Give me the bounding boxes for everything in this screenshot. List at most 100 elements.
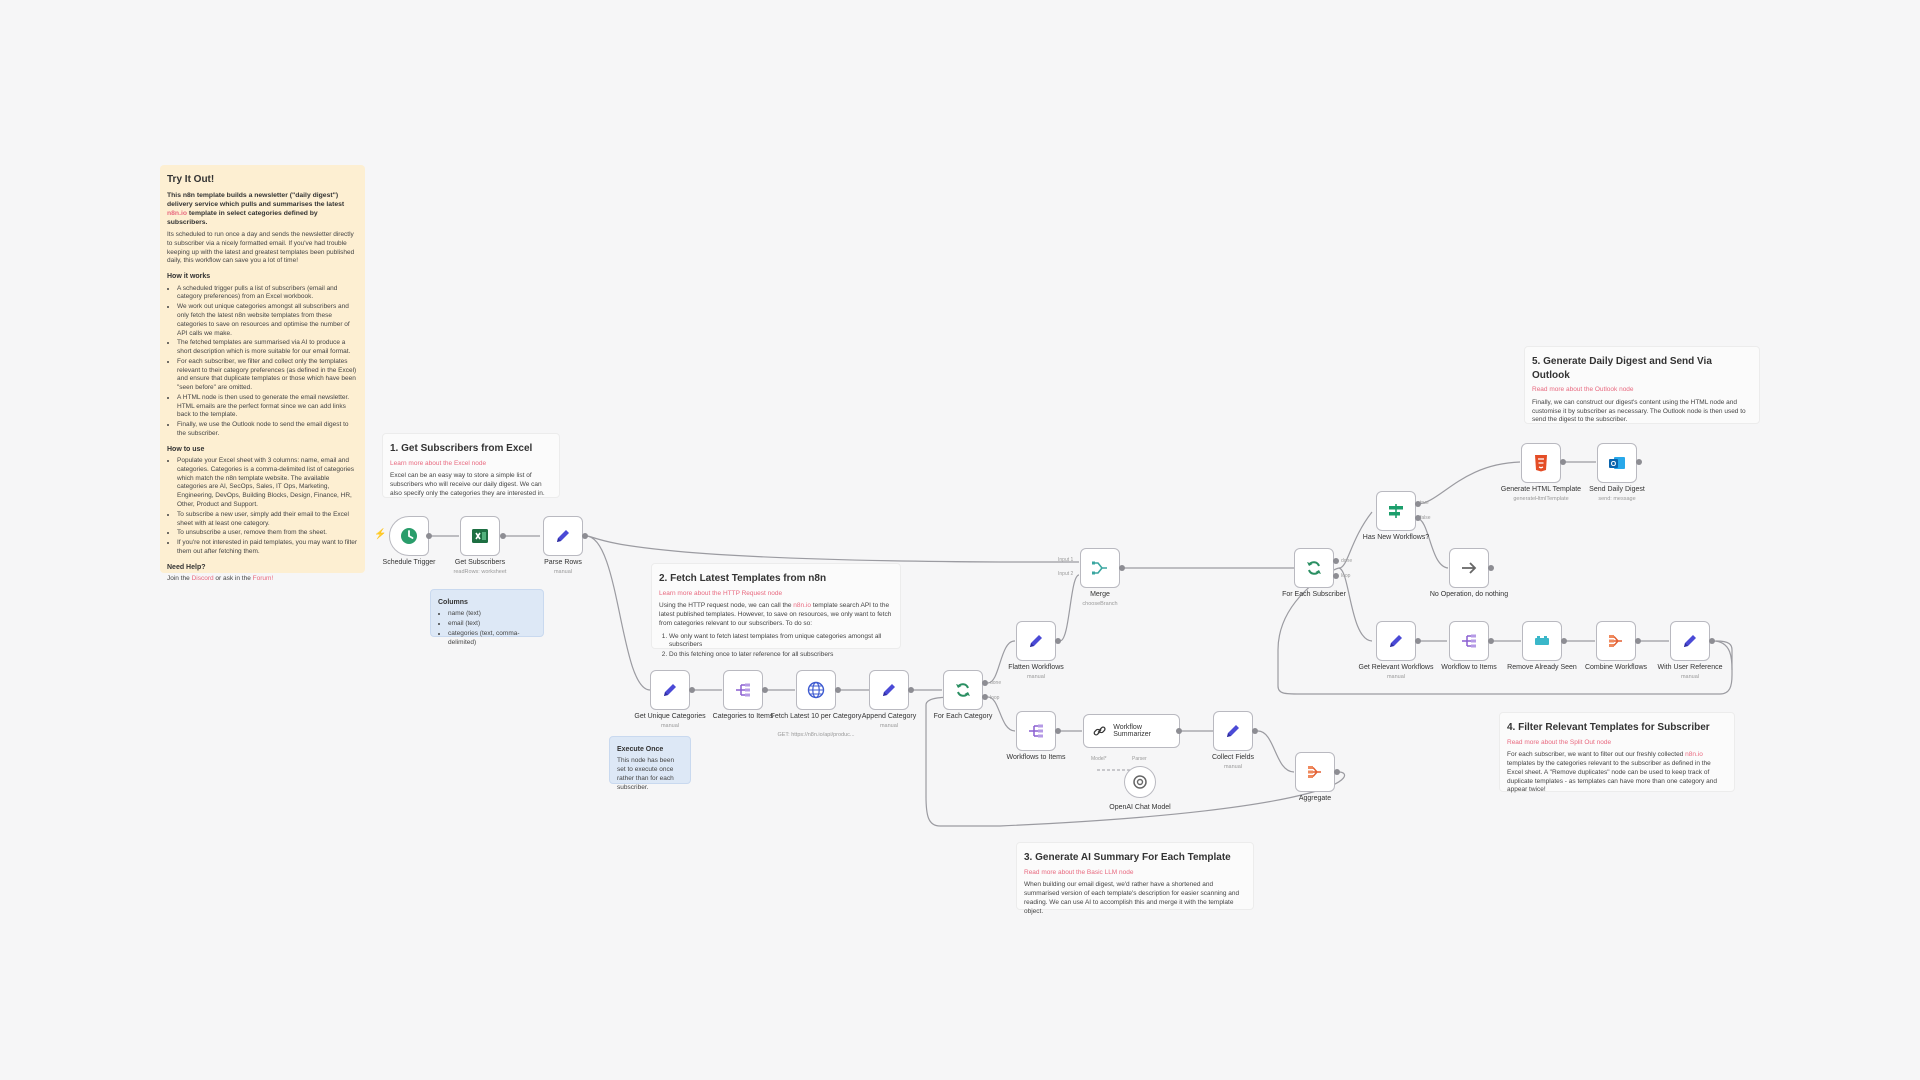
clock-icon	[401, 528, 417, 544]
node-openai-chat-model[interactable]	[1124, 766, 1156, 798]
node-label: Aggregate	[1298, 795, 1332, 802]
node-subtitle: manual	[1223, 764, 1243, 770]
node-label: No Operation, do nothing	[1429, 591, 1509, 598]
node-categories-to-items[interactable]	[723, 670, 763, 710]
node-get-subscribers[interactable]	[460, 516, 500, 556]
output-handle[interactable]	[1488, 565, 1494, 571]
section-body: Excel can be an easy way to store a simp…	[390, 472, 545, 497]
node-combine-workflows[interactable]	[1596, 621, 1636, 661]
output-handle[interactable]	[689, 687, 695, 693]
node-workflows-to-items[interactable]	[1016, 711, 1056, 751]
section-title: 3. Generate AI Summary For Each Template	[1024, 852, 1231, 863]
node-label: Send Daily Digest	[1589, 486, 1645, 493]
help-text: Join the	[167, 575, 192, 582]
node-label: Generate HTML Template	[1500, 486, 1582, 493]
output-handle[interactable]	[1709, 638, 1715, 644]
node-get-relevant-workflows[interactable]	[1376, 621, 1416, 661]
arrow-icon	[1462, 562, 1477, 574]
output-handle[interactable]	[1415, 638, 1421, 644]
output-handle[interactable]	[582, 533, 588, 539]
output-handle[interactable]	[1252, 728, 1258, 734]
section-list: We only want to fetch latest templates f…	[659, 633, 893, 660]
node-no-operation[interactable]	[1449, 548, 1489, 588]
node-parse-rows[interactable]	[543, 516, 583, 556]
sticky-columns[interactable]: Columns name (text) email (text) categor…	[430, 589, 544, 646]
output-handle[interactable]	[1055, 638, 1061, 644]
node-label: Categories to Items	[712, 713, 774, 720]
output-handle[interactable]	[1635, 638, 1641, 644]
excel-icon	[472, 529, 488, 543]
node-label: OpenAI Chat Model	[1109, 804, 1171, 811]
output-handle[interactable]	[1415, 501, 1421, 507]
output-handle[interactable]	[1055, 728, 1061, 734]
output-handle[interactable]	[1119, 565, 1125, 571]
forum-link[interactable]: Forum!	[252, 575, 274, 582]
node-workflow-summarizer[interactable]: Workflow Summarizer	[1083, 714, 1180, 748]
node-send-daily-digest[interactable]: O	[1597, 443, 1637, 483]
node-for-each-category[interactable]	[943, 670, 983, 710]
http-docs-link[interactable]: Learn more about the HTTP Request node	[659, 589, 783, 597]
node-flatten-workflows[interactable]	[1016, 621, 1056, 661]
output-handle[interactable]	[1636, 459, 1642, 465]
node-subtitle: manual	[879, 723, 899, 729]
output-handle[interactable]	[1488, 638, 1494, 644]
output-handle[interactable]	[835, 687, 841, 693]
outlook-docs-link[interactable]: Read more about the Outlook node	[1532, 386, 1634, 393]
n8n-link[interactable]: n8n.io	[1685, 751, 1703, 759]
sticky-section-1[interactable]: 1. Get Subscribers from Excel Learn more…	[382, 433, 560, 498]
split-docs-link[interactable]: Read more about the Split Out node	[1507, 738, 1612, 746]
node-label: Get Unique Categories	[634, 713, 706, 720]
sticky-section-5[interactable]: 5. Generate Daily Digest and Send Via Ou…	[1524, 346, 1760, 424]
output-handle[interactable]	[1333, 573, 1339, 579]
sticky-execute-once[interactable]: Execute Once This node has been set to e…	[609, 736, 691, 791]
node-generate-html-template[interactable]	[1521, 443, 1561, 483]
llm-docs-link[interactable]: Read more about the Basic LLM node	[1024, 868, 1134, 876]
output-handle[interactable]	[982, 694, 988, 700]
output-handle[interactable]	[1561, 638, 1567, 644]
section-body: For each subscriber, we want to filter o…	[1507, 751, 1727, 795]
aggregate-icon	[1609, 635, 1622, 647]
aggregate-icon	[1308, 766, 1321, 778]
pencil-icon	[664, 684, 676, 696]
discord-link[interactable]: Discord	[191, 575, 214, 582]
node-with-user-reference[interactable]	[1670, 621, 1710, 661]
dedupe-icon	[1535, 636, 1549, 645]
node-has-new-workflows[interactable]	[1376, 491, 1416, 531]
list-item: Finally, we use the Outlook node to send…	[177, 421, 358, 439]
node-for-each-subscriber[interactable]	[1294, 548, 1334, 588]
output-handle[interactable]	[1176, 728, 1182, 734]
sticky-try-it-out[interactable]: Try It Out! This n8n template builds a n…	[160, 165, 365, 582]
sticky-section-4[interactable]: 4. Filter Relevant Templates for Subscri…	[1499, 712, 1735, 795]
sticky-section-2[interactable]: 2. Fetch Latest Templates from n8n Learn…	[651, 563, 901, 658]
node-append-category[interactable]	[869, 670, 909, 710]
how-to-use-list: Populate your Excel sheet with 3 columns…	[167, 457, 358, 556]
node-aggregate[interactable]	[1295, 752, 1335, 792]
output-handle[interactable]	[982, 680, 988, 686]
output-handle[interactable]	[1334, 769, 1340, 775]
node-remove-already-seen[interactable]	[1522, 621, 1562, 661]
output-handle[interactable]	[1333, 558, 1339, 564]
node-workflow-to-items[interactable]	[1449, 621, 1489, 661]
node-schedule-trigger[interactable]	[389, 516, 429, 556]
output-handle[interactable]	[500, 533, 506, 539]
port-label-done: done	[1341, 558, 1353, 564]
node-get-unique-categories[interactable]	[650, 670, 690, 710]
output-handle[interactable]	[762, 687, 768, 693]
output-handle[interactable]	[1415, 515, 1421, 521]
output-handle[interactable]	[426, 533, 432, 539]
excel-docs-link[interactable]: Learn more about the Excel node	[390, 459, 487, 467]
output-handle[interactable]	[1560, 459, 1566, 465]
node-fetch-latest[interactable]	[796, 670, 836, 710]
node-label: Collect Fields	[1211, 754, 1254, 761]
body-text-end: template search API to the latest publis…	[659, 602, 892, 627]
port-label-input-2: Input 2	[1058, 571, 1074, 577]
node-collect-fields[interactable]	[1213, 711, 1253, 751]
node-merge[interactable]	[1080, 548, 1120, 588]
n8n-link[interactable]: n8n.io	[793, 602, 812, 610]
execute-once-title: Execute Once	[617, 746, 664, 753]
list-item: We only want to fetch latest templates f…	[669, 633, 893, 651]
sticky-section-3[interactable]: 3. Generate AI Summary For Each Template…	[1016, 842, 1254, 915]
n8n-link[interactable]: n8n.io	[167, 209, 188, 217]
output-handle[interactable]	[908, 687, 914, 693]
